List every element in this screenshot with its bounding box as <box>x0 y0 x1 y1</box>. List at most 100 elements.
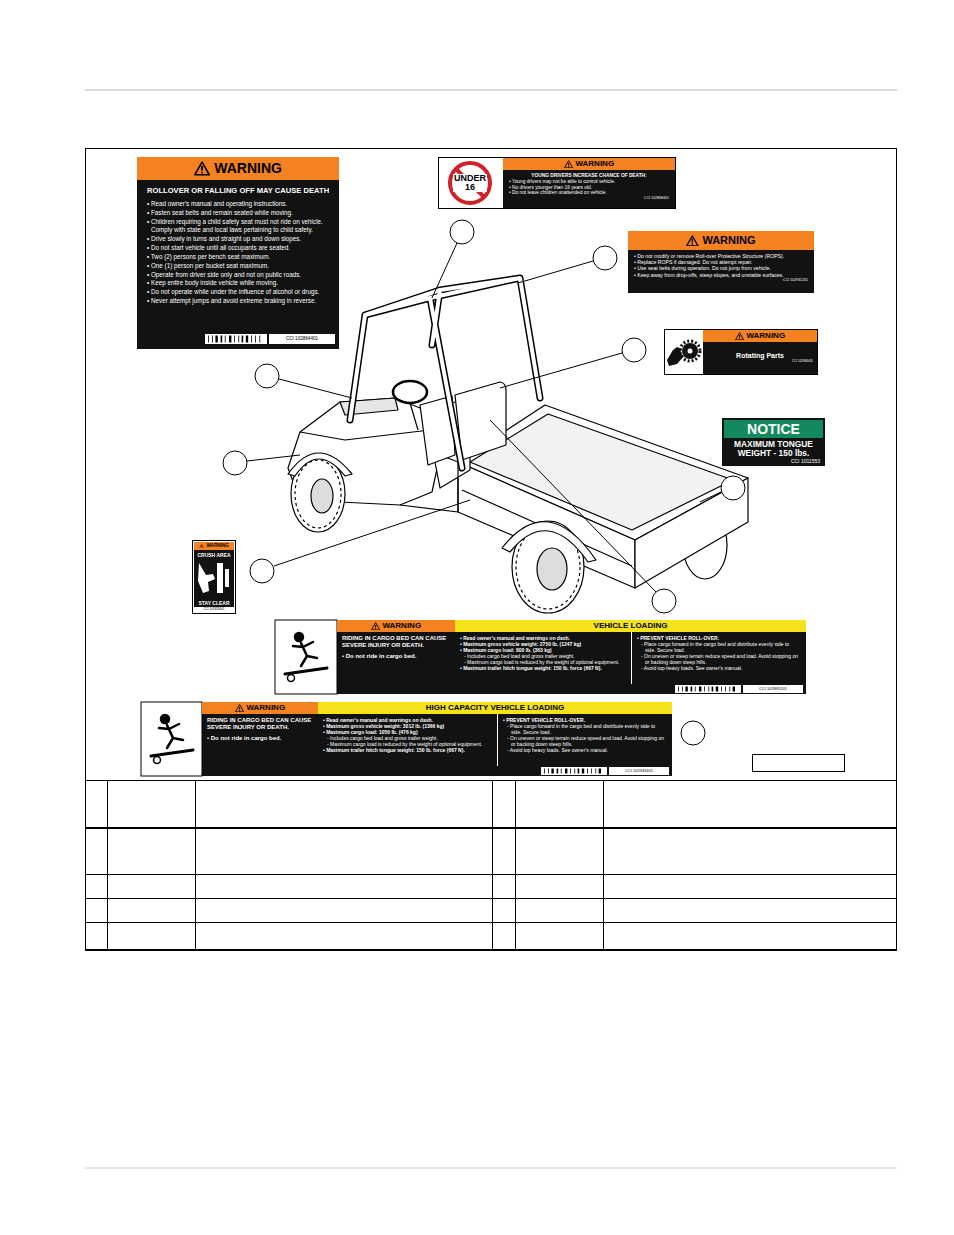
triangle-outline <box>564 160 572 167</box>
decal-panel: CRUSH AREA <box>194 550 234 559</box>
barcode-bar <box>578 769 580 774</box>
barcode-bar <box>704 687 706 692</box>
triangle-outline <box>195 162 209 175</box>
decal-text: • No drivers younger than 16 years old. <box>509 185 669 191</box>
barcode-bar <box>560 769 562 774</box>
decal-text: • Maximum trailer hitch tongue weight: 1… <box>460 665 626 671</box>
barcode-bar <box>242 336 244 343</box>
decal-text: WARNING <box>702 234 755 247</box>
decal-text: • Do not leave children unattended on ve… <box>509 190 669 196</box>
callout-circle <box>681 721 705 745</box>
decal-panel: STAY CLEAR <box>194 598 234 607</box>
warning-triangle <box>235 704 244 712</box>
exclamation-bar <box>375 625 376 628</box>
decal-text: WARNING <box>746 331 785 341</box>
rear-hub <box>537 548 567 590</box>
steering-wheel <box>393 381 427 403</box>
front-hub <box>311 479 333 513</box>
decal-text: CCI 102943401 <box>625 769 653 774</box>
leader-line <box>279 379 352 398</box>
decal-text: • One (1) person per bucket seat maximum… <box>147 262 331 271</box>
front-fender <box>288 453 352 476</box>
table-rule <box>492 780 493 950</box>
vehicle-illustration <box>288 278 748 613</box>
decal-text: WARNING <box>246 703 285 713</box>
figure-body <box>159 724 183 748</box>
cargo-bed-line <box>151 750 193 756</box>
safety-decal: WARNINGROLLOVER OR FALLING OFF MAY CAUSE… <box>137 157 339 349</box>
decal-text: HIGH CAPACITY VEHICLE LOADING <box>426 703 564 713</box>
decal-text: • Never attempt jumps and avoid extreme … <box>147 297 331 306</box>
barcode-bar <box>246 336 248 343</box>
barcode-bar <box>570 769 572 774</box>
triangle-outline <box>687 236 698 246</box>
safety-decal: WARNINGCRUSH AREASTAY CLEARCCI 101828401 <box>193 541 235 613</box>
barcode-ground <box>541 767 607 775</box>
safety-decal: NOTICEMAXIMUM TONGUE WEIGHT - 150 lbs.CC… <box>722 418 825 466</box>
decal-text: RIDING IN CARGO BED CAN CAUSE SEVERE INJ… <box>207 717 313 731</box>
decal-text: CRUSH AREA <box>197 552 230 558</box>
barcode-bar <box>582 769 584 774</box>
decal-panel: WARNING <box>194 542 234 550</box>
exclamation-bar <box>239 707 240 710</box>
safety-decal: UNDER 16WARNINGYOUNG DRIVERS INCREASE CH… <box>439 158 675 208</box>
decal-text: • Do not ride in cargo bed. <box>207 735 313 742</box>
decal-text: - Place cargo forward in the cargo bed a… <box>637 641 801 653</box>
decal-text: • Maximum gross vehicle weight: 3012 lb.… <box>323 723 492 729</box>
decal-panel: Rotating PartsCCI 102986401 <box>703 342 817 374</box>
barcode-bar <box>574 769 576 774</box>
exclamation-dot <box>375 628 376 629</box>
figure-head <box>161 715 169 723</box>
falling-person-icon <box>151 715 193 764</box>
barcode-bar <box>221 336 223 343</box>
decal-panel: WARNING <box>703 330 817 342</box>
hand-icon <box>198 563 215 593</box>
decal-panel: CCI 102943401 <box>609 767 669 775</box>
decal-panel: • Read owner's manual and operating inst… <box>143 198 335 332</box>
icon-panel <box>275 620 337 694</box>
barcode-bar <box>729 687 731 692</box>
decal-panel: UNDER 16 <box>453 171 487 195</box>
wheel-icon <box>288 675 295 682</box>
barcode-bar <box>238 336 240 343</box>
front-tread <box>295 460 341 528</box>
decal-text: CCI 102895201 <box>759 687 787 692</box>
exclamation-bar <box>568 163 569 166</box>
table-rule <box>85 827 897 829</box>
table-rule <box>107 780 108 950</box>
decal-text: CCI 1011553 <box>727 458 820 464</box>
barcode-bar <box>599 769 601 774</box>
decal-text: ROLLOVER OR FALLING OFF MAY CAUSE DEATH <box>147 186 331 195</box>
figure-body <box>293 642 317 666</box>
callout-circle <box>255 364 279 388</box>
decal-text: • Read owner's manual and warnings on da… <box>460 635 626 641</box>
barcode-bar <box>234 336 236 343</box>
exclamation-dot <box>239 710 240 711</box>
table-rule <box>85 949 897 951</box>
decal-panel: VEHICLE LOADING <box>455 620 806 632</box>
decal-panel: NOTICE <box>724 420 823 438</box>
decal-text: - Avoid top-heavy loads. See owner's man… <box>637 665 801 671</box>
decal-text: • Do not modify or remove Roll-over Prot… <box>634 253 808 259</box>
callout-circle <box>622 338 646 362</box>
decal-text: • PREVENT VEHICLE ROLL-OVER. <box>637 635 801 641</box>
decal-panel: WARNING <box>628 231 814 250</box>
barcode-bar <box>259 336 261 343</box>
exclamation-bar <box>201 545 202 546</box>
barcode-bar <box>224 336 226 343</box>
callout-circle <box>593 246 617 270</box>
triangle-outline <box>200 544 205 548</box>
barcode-bar <box>565 769 567 774</box>
icon-panel <box>665 330 703 374</box>
decal-panel: YOUNG DRIVERS INCREASE CHANCE OF DEATH:•… <box>503 170 675 208</box>
wheel-icon <box>154 757 161 764</box>
decal-panel: • Do not modify or remove Roll-over Prot… <box>628 250 814 293</box>
prohibition-circle <box>450 163 490 203</box>
figure-frame <box>86 149 897 951</box>
barcode-bar <box>725 687 727 692</box>
gear-hub <box>688 349 693 354</box>
safety-decal: WARNINGRotating PartsCCI 102986401 <box>665 330 817 374</box>
barcode-bar <box>551 769 553 774</box>
leader-line <box>518 261 593 283</box>
decal-text: • Keep entire body inside vehicle while … <box>147 279 331 288</box>
